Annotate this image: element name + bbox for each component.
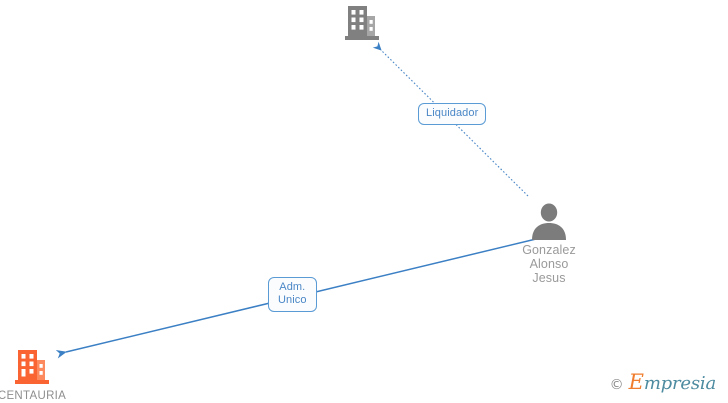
- node-person[interactable]: Gonzalez Alonso Jesus: [489, 202, 609, 285]
- building-icon[interactable]: [344, 4, 380, 42]
- edge-label-liquidador[interactable]: Liquidador: [418, 103, 487, 125]
- empresia-watermark: © Empresia: [609, 370, 717, 394]
- empresia-logo-rest: mpresia: [643, 373, 716, 394]
- node-person-label: Gonzalez Alonso Jesus: [522, 243, 576, 285]
- person-icon[interactable]: [528, 202, 570, 240]
- copyright-icon: ©: [609, 377, 624, 393]
- edge-liquidador-line: [372, 41, 529, 197]
- empresia-logo-initial: E: [628, 370, 644, 394]
- node-company-bottom-label: CENTAURIA: [0, 390, 67, 402]
- edge-label-adm-unico[interactable]: Adm. Unico: [268, 277, 317, 312]
- node-company-bottom[interactable]: CENTAURIA: [0, 348, 92, 403]
- empresia-logo: Empresia: [628, 370, 717, 394]
- node-company-top[interactable]: [302, 4, 422, 45]
- building-icon[interactable]: [14, 348, 50, 386]
